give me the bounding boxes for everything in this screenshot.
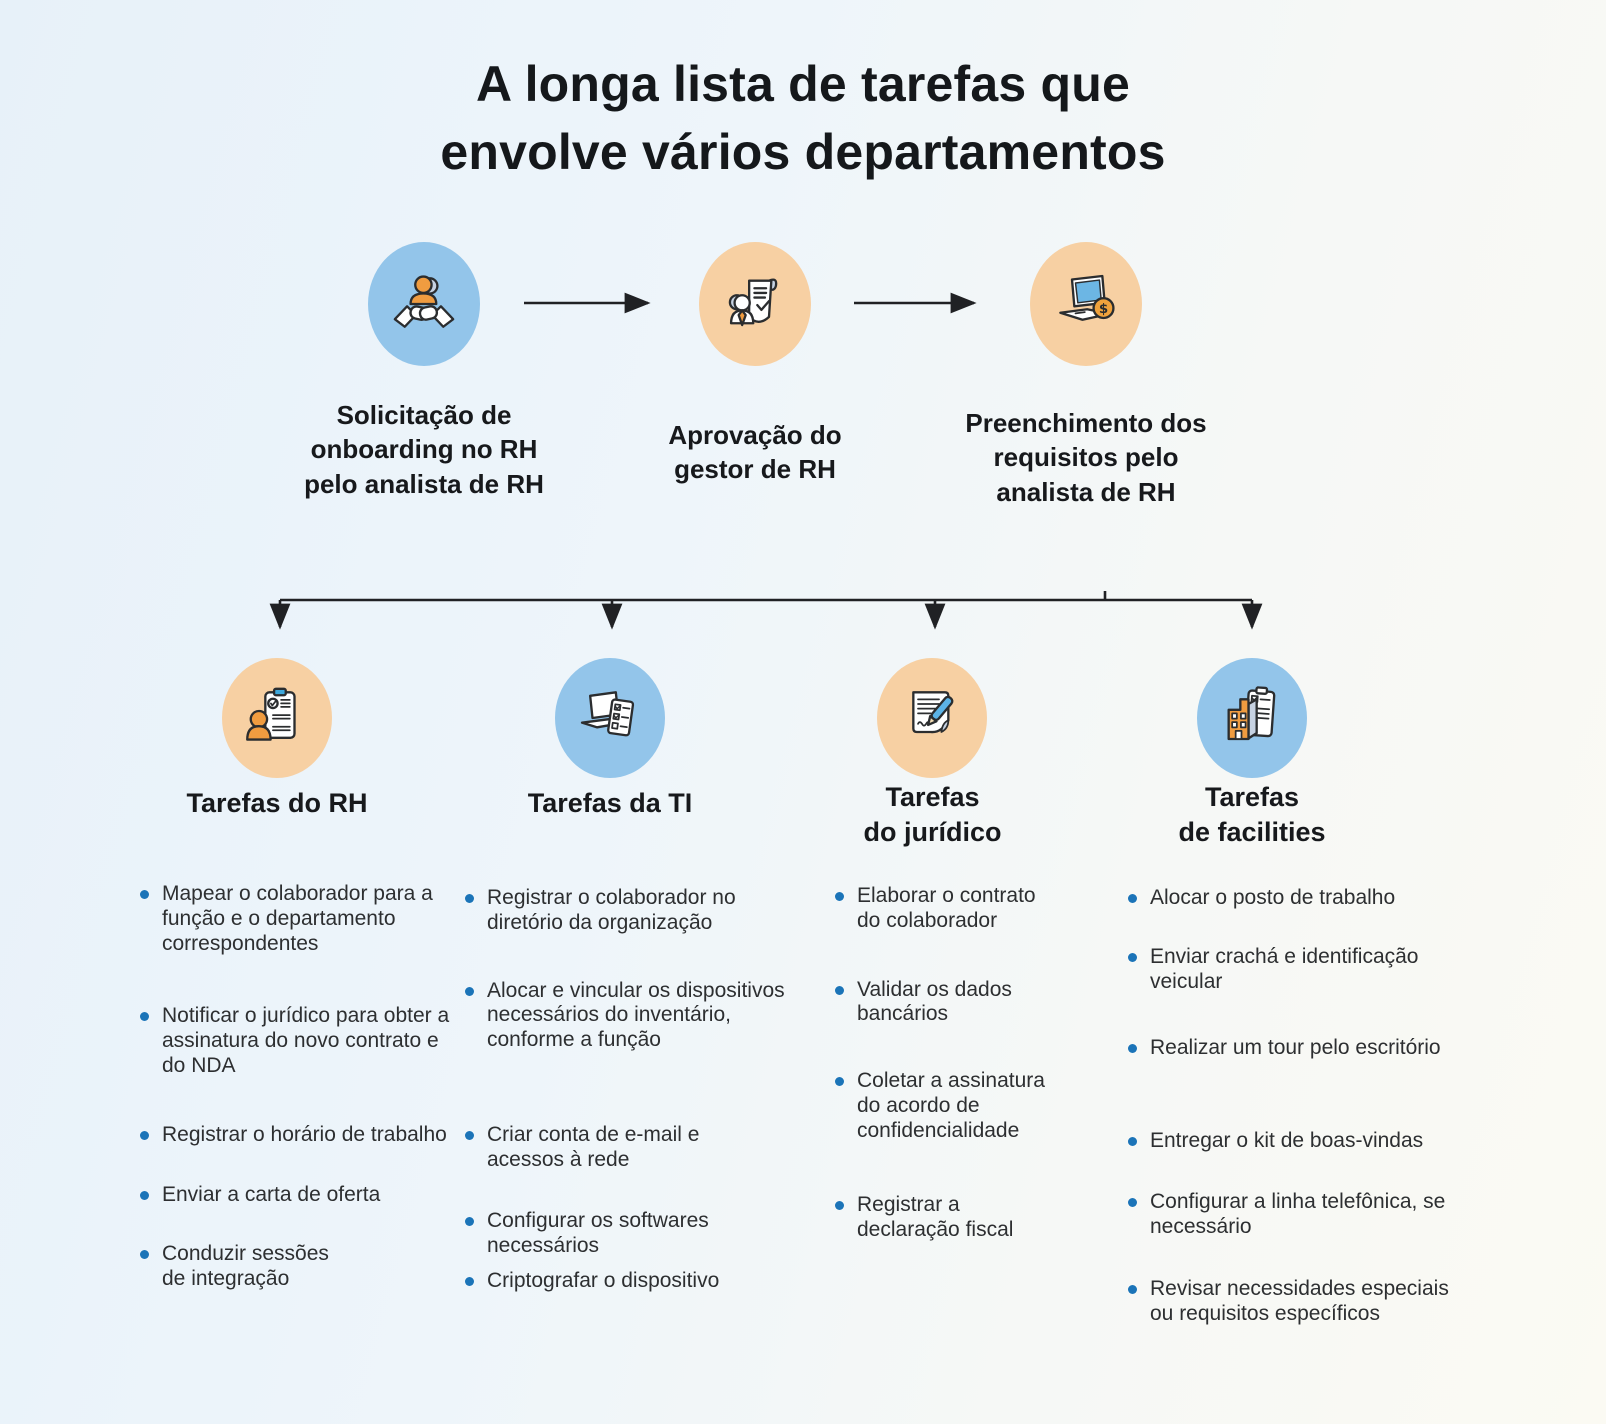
bullet-icon: [465, 1217, 474, 1227]
task-item: Configurar os softwares necessários: [465, 1209, 810, 1259]
handshake-person-icon: [393, 275, 455, 328]
bullet-icon: [140, 1191, 149, 1201]
step-circle-manager-approval: [699, 242, 811, 366]
task-item: Registrar o colaborador no diretório da …: [465, 886, 810, 936]
bullet-icon: [465, 1276, 474, 1286]
bullet-icon: [1128, 952, 1137, 962]
task-item: Coletar a assinatura do acordo de confid…: [835, 1069, 1070, 1143]
column-circle-facilities: [1197, 658, 1307, 778]
task-item: Elaborar o contrato do colaborador: [835, 884, 1070, 934]
page-title: A longa lista de tarefas que envolve vári…: [0, 50, 1606, 186]
task-item: Entregar o kit de boas-vindas: [1128, 1129, 1478, 1154]
bullet-icon: [1128, 1285, 1137, 1295]
bullet-icon: [835, 1077, 844, 1087]
task-item: Notificar o jurídico para obter a assina…: [140, 1004, 480, 1078]
laptop-checklist-icon: [580, 691, 635, 737]
task-item: Alocar o posto de trabalho: [1128, 886, 1478, 911]
bullet-icon: [1128, 1137, 1137, 1147]
task-item: Enviar a carta de oferta: [140, 1183, 480, 1208]
bullet-icon: [465, 1130, 474, 1140]
task-item: Revisar necessidades especiais ou requis…: [1128, 1277, 1478, 1327]
column-header-ti: Tarefas da TI: [527, 788, 693, 818]
bullet-icon: [140, 1130, 149, 1140]
column-circle-juridico: [877, 658, 987, 778]
building-clipboard-icon: [1227, 686, 1276, 741]
task-item: Mapear o colaborador para a função e o d…: [140, 882, 480, 956]
bullet-icon: [835, 892, 844, 901]
step-circle-requirements-fill: $: [1030, 242, 1142, 366]
task-item: Criptografar o dispositivo: [465, 1269, 810, 1294]
task-item: Realizar um tour pelo escritório: [1128, 1036, 1478, 1061]
column-header-rh: Tarefas do RH: [186, 788, 368, 818]
task-list-rh: Mapear o colaborador para a função e o d…: [140, 882, 480, 1292]
task-item: Alocar e vincular os dispositivos necess…: [465, 979, 810, 1053]
bullet-icon: [835, 1201, 844, 1211]
column-circle-rh: [222, 658, 332, 778]
svg-text:$: $: [1099, 302, 1108, 317]
task-item: Validar os dados bancários: [835, 978, 1070, 1028]
approval-document-icon: [728, 278, 778, 327]
task-item: Criar conta de e-mail e acessos à rede: [465, 1123, 810, 1173]
task-item: Enviar crachá e identificação veicular: [1128, 945, 1478, 995]
task-item: Conduzir sessões de integração: [140, 1242, 480, 1292]
clipboard-person-icon: [246, 687, 296, 741]
task-item: Configurar a linha telefônica, se necess…: [1128, 1190, 1478, 1240]
task-item: Registrar o horário de trabalho: [140, 1123, 480, 1148]
bullet-icon: [140, 890, 149, 899]
contract-pen-icon: [912, 691, 954, 734]
task-list-facilities: Alocar o posto de trabalho Enviar crachá…: [1128, 886, 1478, 1327]
bullet-icon: [835, 985, 844, 995]
bullet-icon: [140, 1012, 149, 1022]
title-line-2: envolve vários departamentos: [440, 124, 1166, 180]
bullet-icon: [1128, 1044, 1137, 1054]
bullet-icon: [140, 1250, 149, 1260]
task-list-juridico: Elaborar o contrato do colaborador Valid…: [835, 884, 1070, 1243]
task-list-ti: Registrar o colaborador no diretório da …: [465, 886, 810, 1294]
column-circle-ti: [555, 658, 665, 778]
bullet-icon: [465, 894, 474, 903]
laptop-money-icon: $: [1059, 274, 1115, 321]
task-item: Registrar a declaração fiscal: [835, 1193, 1070, 1243]
bullet-icon: [1128, 1197, 1137, 1207]
bullet-icon: [465, 986, 474, 996]
step-circle-onboarding-request: [368, 242, 480, 366]
bullet-icon: [1128, 894, 1137, 903]
title-line-1: A longa lista de tarefas que: [476, 56, 1130, 112]
